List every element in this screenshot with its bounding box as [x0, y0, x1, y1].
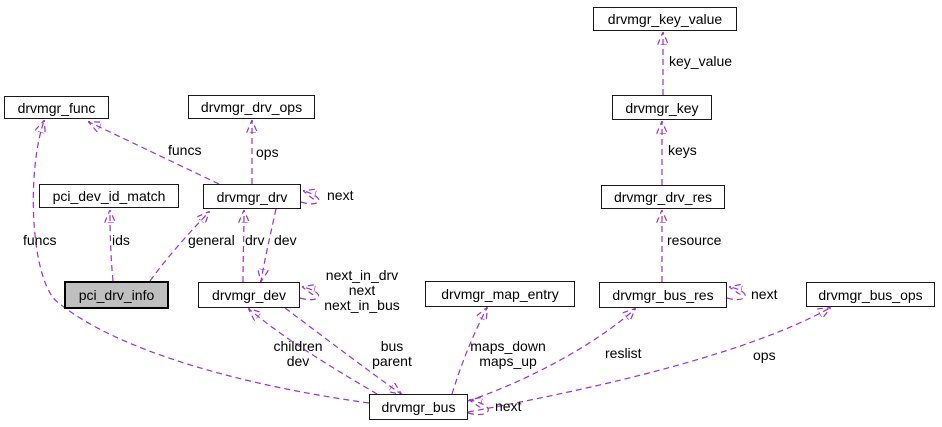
edge-label-children-dev: children dev	[273, 338, 323, 369]
edge-label-maps: maps_down maps_up	[470, 338, 546, 369]
node-drvmgr-key[interactable]: drvmgr_key	[612, 95, 712, 120]
node-pci-drv-info: pci_drv_info	[64, 281, 169, 309]
edge-busres-next-loop	[727, 287, 746, 300]
edge-label-busres-next: next	[751, 286, 778, 302]
edge-ids-line	[110, 211, 113, 282]
node-drvmgr-map-entry[interactable]: drvmgr_map_entry	[425, 281, 575, 307]
edge-label-bus-ops: ops	[753, 347, 776, 363]
edge-label-drv-funcs: funcs	[168, 142, 202, 158]
edge-label-keys: keys	[668, 142, 697, 158]
edge-drv-next-loop	[301, 191, 320, 205]
edge-general-line	[149, 212, 209, 282]
node-drvmgr-drv[interactable]: drvmgr_drv	[203, 184, 301, 209]
edge-label-drv-ops: ops	[256, 144, 279, 160]
edge-label-dev: dev	[274, 232, 297, 248]
node-pci-dev-id-match[interactable]: pci_dev_id_match	[39, 184, 179, 208]
edge-dev-next-loop	[300, 287, 319, 301]
edge-label-drv-next: next	[327, 187, 354, 203]
edge-children-line	[249, 309, 378, 395]
edge-label-resource: resource	[667, 232, 722, 248]
node-drvmgr-key-value[interactable]: drvmgr_key_value	[593, 7, 737, 31]
edge-bus-funcs-line	[33, 121, 370, 404]
edge-bus-parent-line	[284, 307, 401, 394]
node-drvmgr-func[interactable]: drvmgr_func	[4, 96, 109, 119]
edge-label-dev-next-loop: next_in_drv next next_in_bus	[324, 267, 400, 313]
edge-label-bus-next: next	[495, 398, 522, 414]
edge-label-key-value: key_value	[669, 53, 733, 69]
edge-drv-line	[243, 211, 244, 283]
node-drvmgr-drv-res[interactable]: drvmgr_drv_res	[601, 185, 725, 209]
edge-drv-funcs-line	[89, 122, 220, 185]
edge-label-bus-funcs: funcs	[23, 232, 57, 248]
edge-reslist-line	[467, 309, 635, 402]
node-drvmgr-drv-ops[interactable]: drvmgr_drv_ops	[188, 95, 315, 119]
node-drvmgr-dev[interactable]: drvmgr_dev	[198, 282, 300, 308]
edge-label-reslist: reslist	[605, 345, 642, 361]
edge-label-ids: ids	[112, 232, 130, 248]
node-drvmgr-bus-res[interactable]: drvmgr_bus_res	[599, 282, 727, 308]
edge-label-drv: drv	[245, 232, 265, 248]
edge-label-general: general	[188, 232, 235, 248]
edge-label-bus-parent: bus parent	[372, 338, 412, 369]
edge-maps-line	[451, 308, 487, 395]
node-drvmgr-bus-ops[interactable]: drvmgr_bus_ops	[806, 282, 935, 307]
node-drvmgr-bus[interactable]: drvmgr_bus	[369, 394, 468, 420]
edge-bus-next-loop	[468, 400, 489, 416]
